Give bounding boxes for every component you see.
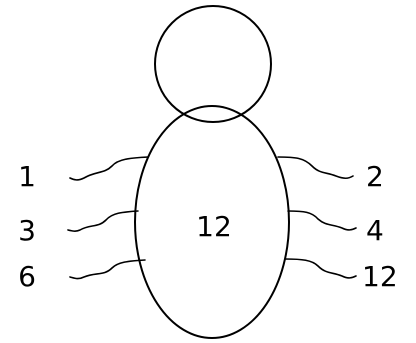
left-leg-top: [69, 156, 149, 181]
left-leg-bottom: [69, 259, 146, 280]
right-middle-leg-label: 4: [366, 214, 384, 247]
right-top-leg-label: 2: [366, 160, 384, 193]
right-bottom-leg-label: 12: [362, 260, 398, 293]
right-leg-middle: [287, 210, 357, 231]
left-leg-middle: [67, 210, 139, 232]
left-middle-leg-label: 3: [18, 214, 36, 247]
right-leg-top: [277, 156, 354, 180]
left-top-leg-label: 1: [18, 160, 36, 193]
left-bottom-leg-label: 6: [18, 260, 36, 293]
head-circle: [154, 5, 272, 123]
right-leg-bottom: [284, 258, 357, 279]
body-label: 12: [196, 210, 232, 243]
body-ellipse: [134, 105, 290, 339]
